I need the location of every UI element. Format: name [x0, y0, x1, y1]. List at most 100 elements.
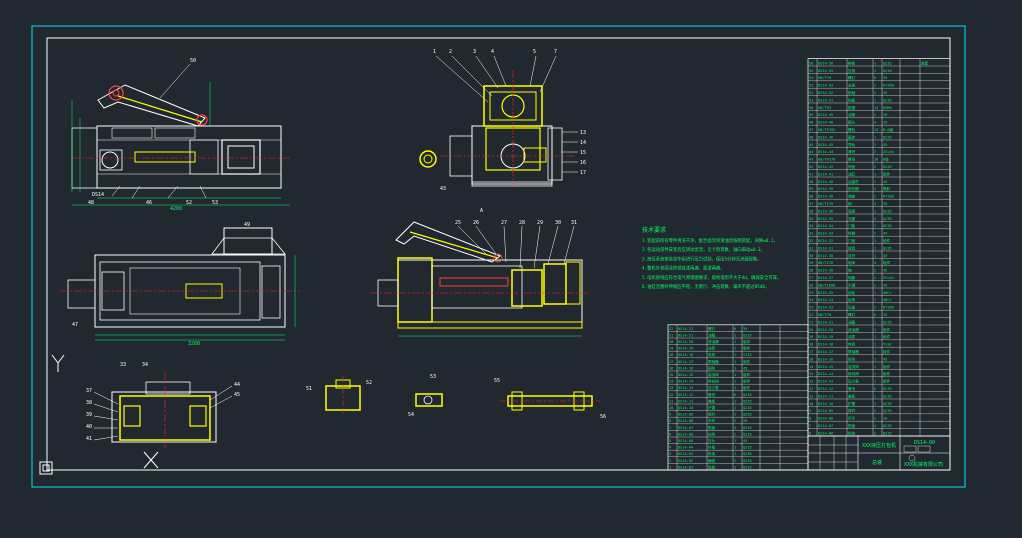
parts-list-cell: 56 [809, 61, 813, 65]
parts-list-cell: 4 [669, 446, 671, 450]
parts-list-cell: 40 [809, 180, 813, 184]
parts-list-cell: 14 [669, 380, 673, 384]
parts-list-cell: 19 [669, 347, 673, 351]
parts-list-cell: 筋板 [848, 423, 856, 428]
parts-list-cell: DS14-05 [678, 439, 693, 443]
parts-list-cell: 垫圈 [848, 105, 856, 110]
svg-text:30: 30 [555, 220, 561, 226]
parts-list-cell: 8 [669, 419, 671, 423]
parts-list-cell: 联轴器 [848, 349, 859, 354]
parts-list-cell: 19 [809, 335, 813, 339]
parts-list-cell: 1 [874, 246, 876, 250]
parts-list-cell: 15 [669, 373, 673, 377]
parts-list-cell: 16 [874, 158, 878, 162]
parts-list-cell: 32 [809, 239, 813, 243]
parts-list-cell: 1 [734, 399, 736, 403]
dim-overall-length: 4200 [170, 206, 182, 212]
parts-list-cell: DS14-21 [678, 333, 693, 337]
parts-list-cell: 37 [809, 202, 813, 206]
parts-list-cell: 2 [874, 232, 876, 236]
svg-text:25: 25 [455, 220, 461, 226]
svg-text:14: 14 [580, 140, 586, 146]
parts-list-cell: 螺钉 [848, 75, 856, 80]
parts-list-cell: 端盖 [848, 194, 856, 199]
parts-list-cell: 42 [809, 165, 813, 169]
parts-list-cell: 3 [669, 452, 671, 456]
parts-list-cell: 1 [874, 172, 876, 176]
parts-list-cell: 1 [734, 347, 736, 351]
parts-list-cell: 31 [809, 246, 813, 250]
parts-list-cell: 1 [874, 239, 876, 243]
parts-list-cell: 6 [809, 431, 811, 435]
svg-text:31: 31 [571, 220, 577, 226]
parts-list-cell: 16 [669, 366, 673, 370]
svg-text:52: 52 [186, 200, 192, 206]
parts-list-cell: 16 [809, 357, 813, 361]
svg-text:29: 29 [537, 220, 543, 226]
parts-list-cell: DS14-22 [678, 327, 693, 331]
parts-list-cell: 8级 [883, 157, 889, 162]
parts-list-cell: 电机 [848, 342, 856, 347]
svg-text:53: 53 [430, 374, 436, 380]
parts-list-cell: Q235 [743, 333, 752, 337]
view-cross-icon [143, 451, 159, 469]
parts-list-cell: 40Cr [883, 291, 892, 295]
parts-list-cell: 52 [809, 91, 813, 95]
parts-list-cell: 齿条 [848, 297, 856, 302]
parts-list-cell: 吊环 [848, 416, 856, 421]
parts-list-cell: DS14-30 [818, 254, 833, 258]
parts-list-cell: DS14-31 [818, 246, 833, 250]
parts-list-cell: DS14-48 [818, 121, 833, 125]
svg-text:A: A [480, 208, 483, 214]
parts-list-cell: DS14-09 [818, 409, 833, 413]
parts-list-cell: 49 [809, 113, 813, 117]
parts-list-cell: 50 [809, 106, 813, 110]
parts-list-cell: 6 [874, 387, 876, 391]
svg-text:16: 16 [580, 160, 586, 166]
parts-list-cell: DS14-18 [678, 353, 693, 357]
parts-list-cell: 65Mn [883, 106, 892, 110]
parts-list-cell: 组件 [883, 364, 891, 369]
parts-list-cell: 2 [874, 165, 876, 169]
parts-list-cell: 47 [809, 128, 813, 132]
parts-list-cell: 机架 [708, 451, 716, 456]
parts-list-cell: 24 [809, 298, 813, 302]
parts-list-cell: 13 [669, 386, 673, 390]
parts-list-cell: 5 [669, 439, 671, 443]
parts-list-cell: 组件 [883, 327, 891, 332]
parts-list-cell: 35 [883, 202, 887, 206]
svg-text:52: 52 [366, 380, 372, 386]
parts-list-cell: 压板 [848, 68, 856, 73]
parts-list-cell: 1 [874, 298, 876, 302]
parts-list-cell: 1 [734, 439, 736, 443]
technical-notes-heading: 技术要求 [642, 226, 666, 234]
svg-text:43: 43 [440, 186, 446, 192]
parts-list-cell: 1 [734, 366, 736, 370]
parts-list-cell: 油泵 [708, 346, 716, 351]
parts-list-cell: 螺栓 [848, 127, 856, 132]
parts-list-cell: 油箱 [708, 332, 716, 337]
parts-list-cell: DS14-15 [678, 373, 693, 377]
svg-text:4: 4 [491, 49, 494, 55]
parts-list-cell: DS14-12 [678, 393, 693, 397]
parts-list-cell: 活塞杆 [848, 179, 859, 184]
parts-list-cell: DS14-20 [678, 340, 693, 344]
parts-list-cell: 1 [874, 254, 876, 258]
parts-list-cell: DS14-51 [818, 98, 833, 102]
parts-list-cell: 2 [874, 84, 876, 88]
parts-list-cell: 1 [874, 372, 876, 376]
parts-list-cell: GB/T70 [818, 313, 831, 317]
parts-list-cell: 35 [883, 313, 887, 317]
parts-list-cell: DS14-34 [818, 224, 833, 228]
parts-list-cell: 压力表 [848, 379, 859, 384]
parts-list-cell: GB/T119 [818, 202, 833, 206]
parts-list-cell: 11 [669, 399, 673, 403]
parts-list-cell: 2 [734, 413, 736, 417]
svg-text:47: 47 [72, 322, 78, 328]
parts-list-cell: DS14-08 [818, 417, 833, 421]
parts-list-cell: DS14-45 [818, 143, 833, 147]
parts-list-cell: 换向阀 [848, 371, 859, 376]
parts-list-cell: 20 [883, 417, 887, 421]
parts-list-cell: 14 [809, 372, 813, 376]
parts-list-cell: 摇臂 [848, 245, 856, 250]
